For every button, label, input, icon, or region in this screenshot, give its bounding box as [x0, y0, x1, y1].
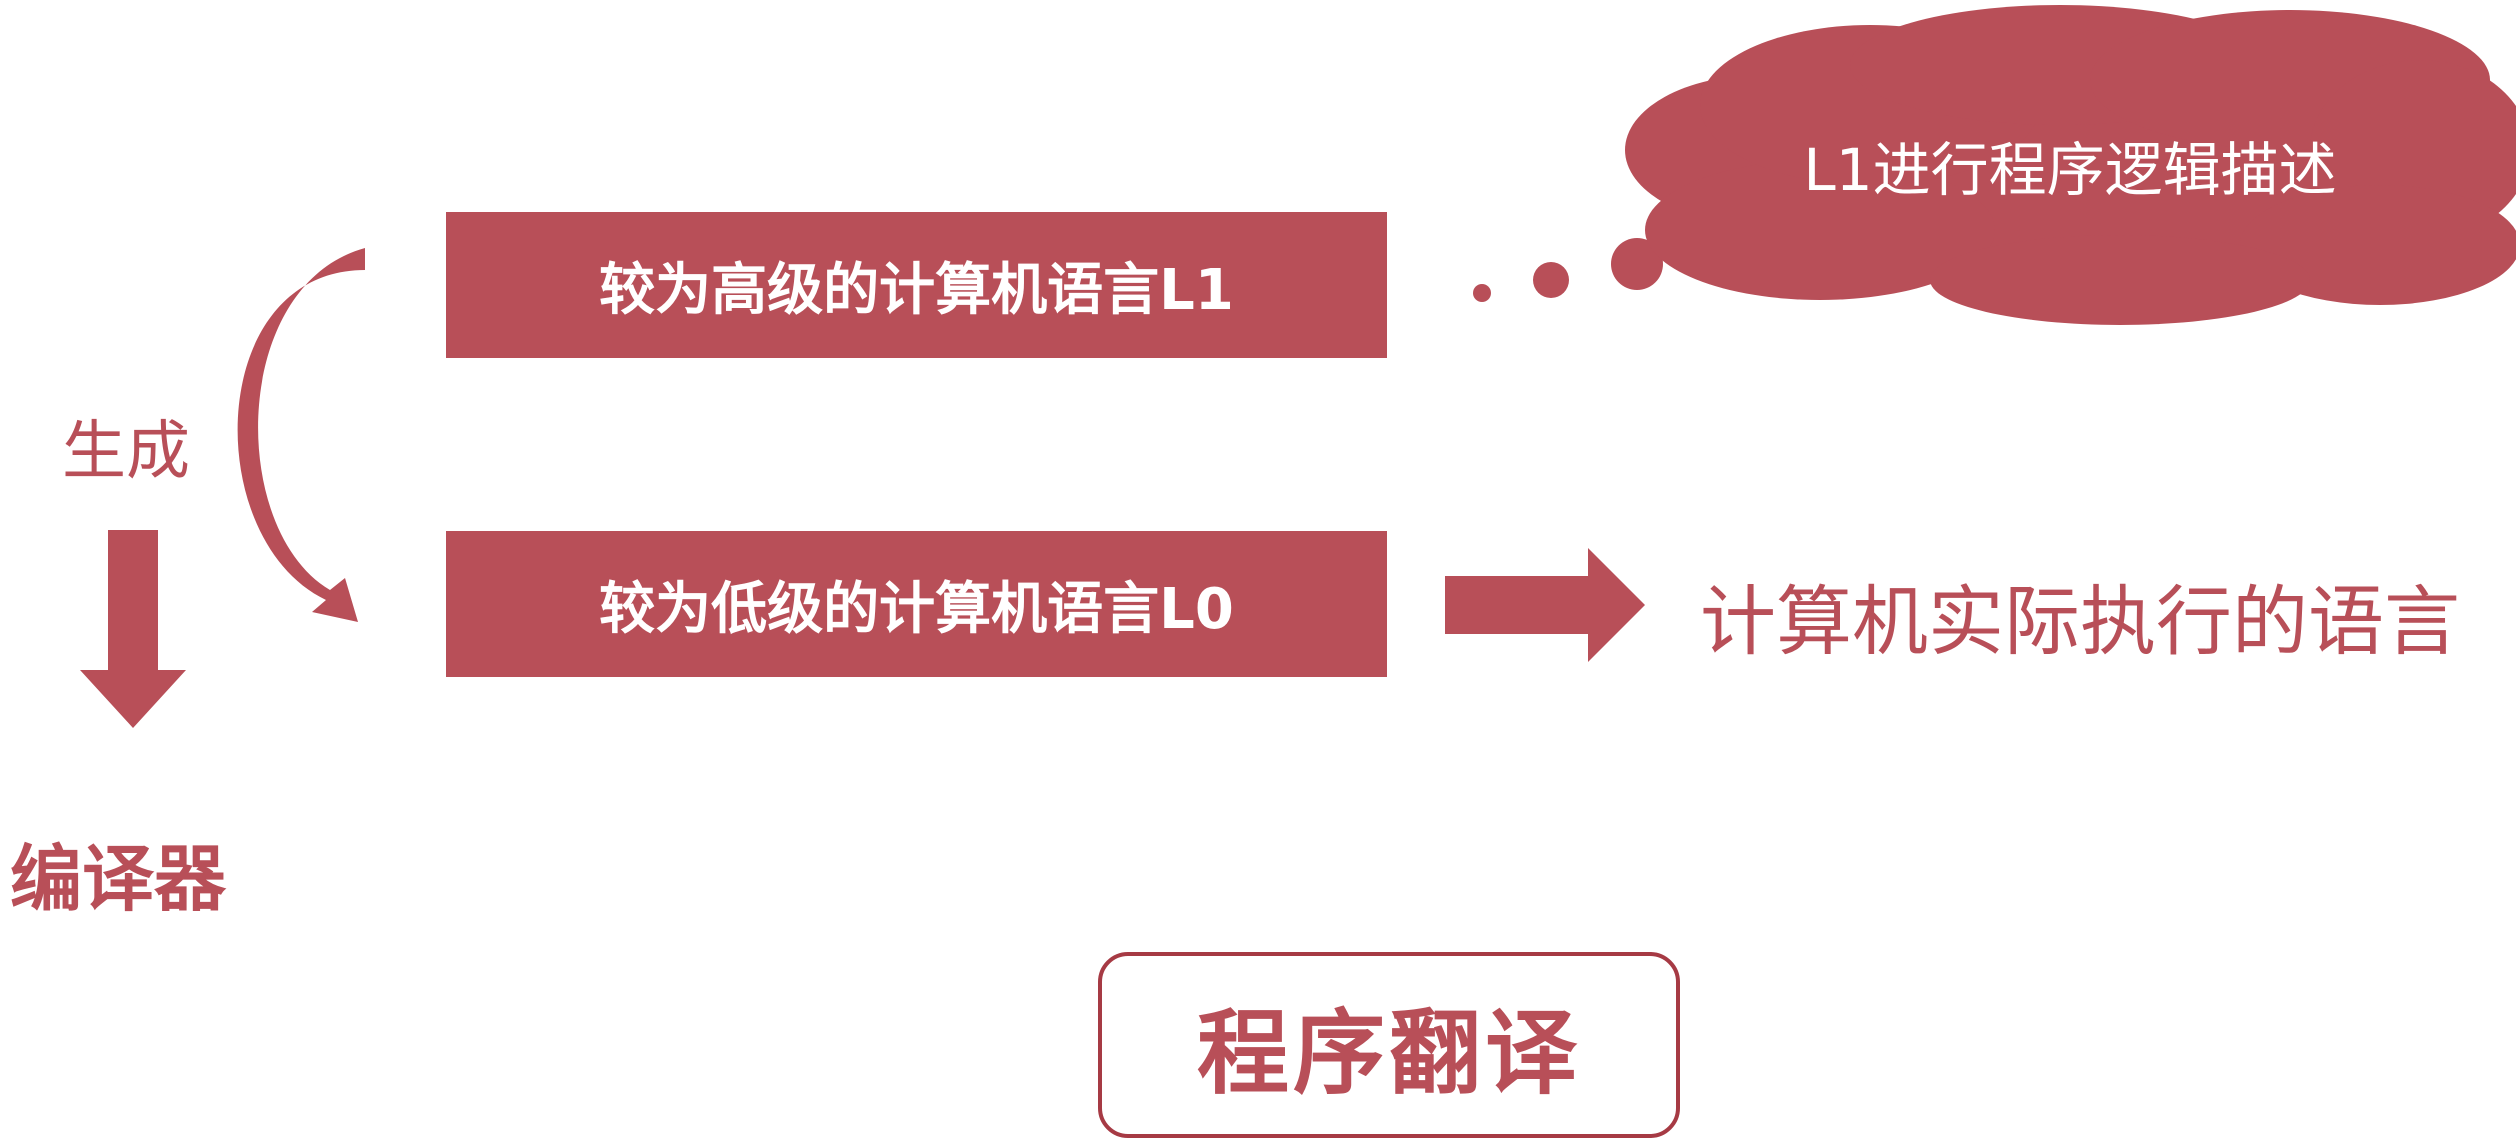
- generate-label: 生成: [62, 415, 190, 489]
- down-arrow-icon: [80, 530, 186, 728]
- page-title: 程序翻译: [1196, 999, 1581, 1107]
- actual-execution-language-label: 计算机实际执行的语言: [1700, 577, 2460, 666]
- low-level-language-box: 较为低级的计算机语言L0: [446, 531, 1387, 677]
- low-level-language-label: 较为低级的计算机语言L0: [599, 576, 1234, 642]
- high-level-language-box: 较为高级的计算机语言L1: [446, 212, 1387, 358]
- curved-arrow-icon: [237, 248, 365, 622]
- right-arrow-icon: [1445, 548, 1645, 662]
- thought-bubble-large: [1611, 238, 1663, 290]
- thought-cloud-icon: [1625, 5, 2516, 325]
- thought-bubble-medium: [1533, 262, 1569, 298]
- thought-cloud-text: L1进行程序逻辑描述: [1803, 136, 2337, 204]
- title-box: 程序翻译: [1098, 952, 1680, 1138]
- thought-bubble-small: [1473, 284, 1491, 302]
- compiler-label: 编译器: [10, 837, 227, 921]
- high-level-language-label: 较为高级的计算机语言L1: [599, 257, 1234, 323]
